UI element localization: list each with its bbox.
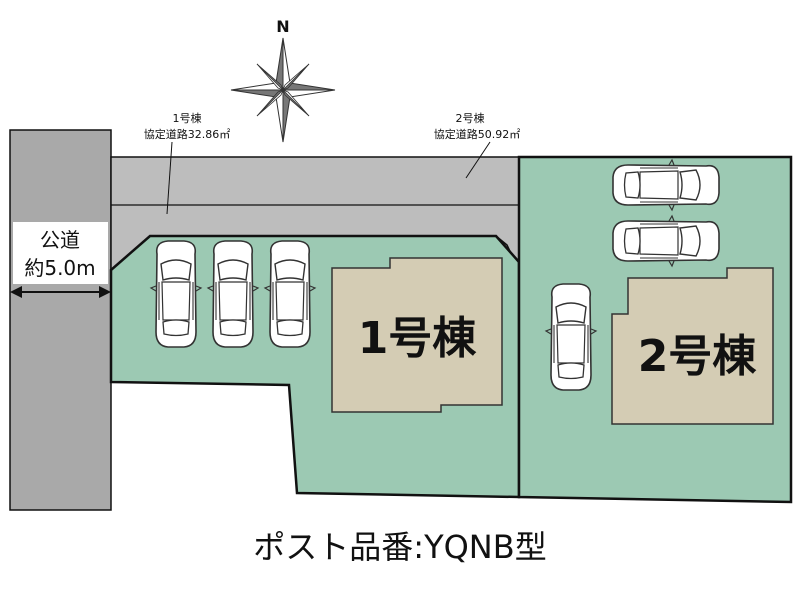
compass-rose-icon [230,37,336,143]
car-icon [207,240,259,348]
road-label-line1: 公道 [40,228,80,252]
car-icon [612,159,720,211]
lot-1-label: 1号棟 [358,313,478,364]
road-label-bg [13,222,108,284]
building-2 [611,267,774,425]
driveway-1-label-line1: 1号棟 [173,111,202,125]
driveway-1-label-line2: 協定道路32.86㎡ [144,127,231,141]
building-1 [331,257,503,413]
car-icon [612,215,720,267]
driveway-2-leader [465,141,491,179]
driveway-2-label-line2: 協定道路50.92㎡ [434,127,521,141]
mailbox-model-caption: ポスト品番:YQNB型 [253,528,547,566]
road-label-line2: 約5.0m [24,256,95,280]
driveway-2-label-line1: 2号棟 [456,111,485,125]
car-icon [150,240,202,348]
public-road [9,129,112,511]
car-icon [545,283,597,391]
arrowhead-right-icon [99,286,111,298]
driveway-1-leader [166,141,173,215]
compass-north-label: N [276,17,289,36]
lot-2-label: 2号棟 [638,331,758,382]
arrowhead-left-icon [10,286,22,298]
car-icon [264,240,316,348]
